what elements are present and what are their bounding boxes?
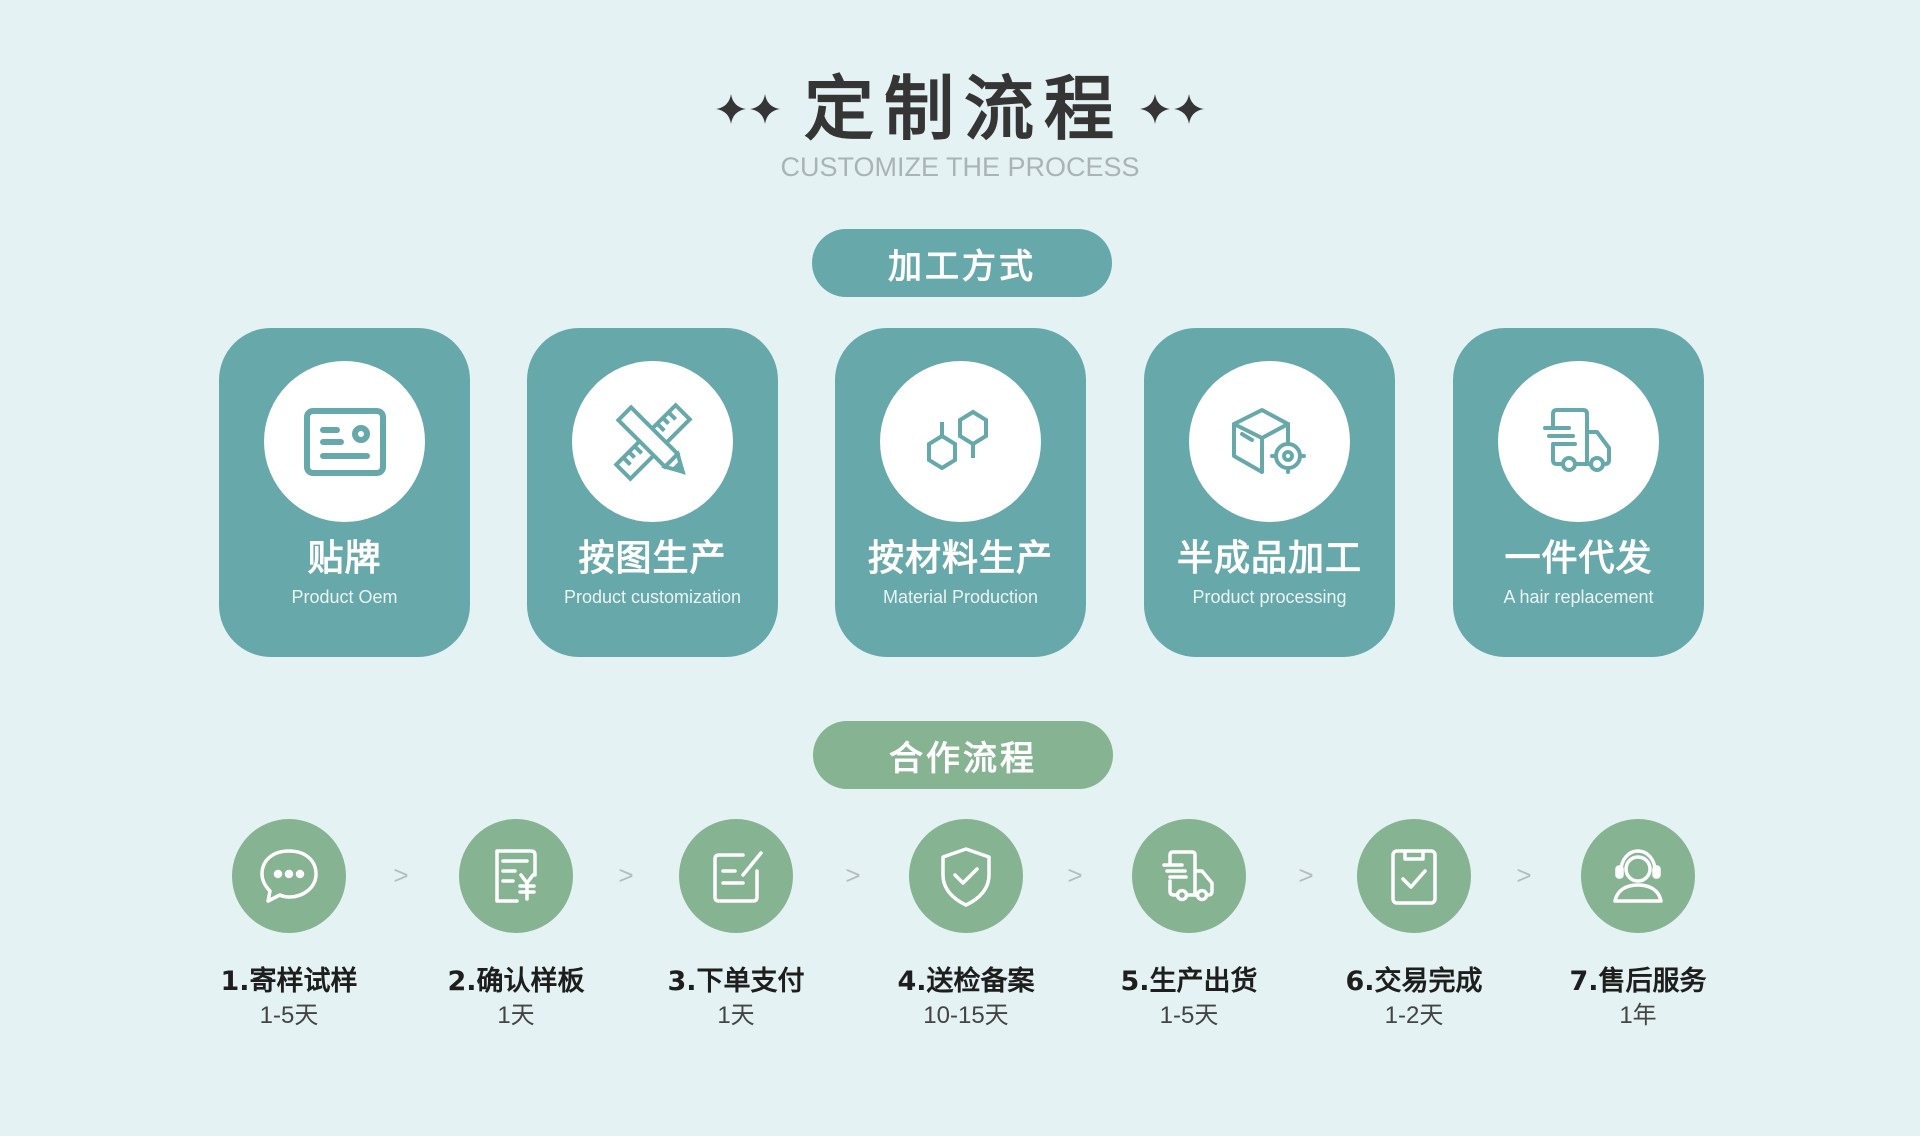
step-duration: 1-5天 <box>259 1002 319 1029</box>
invoice-yen-icon <box>459 819 573 933</box>
step-separator: > <box>1298 860 1314 890</box>
card-title: 按图生产 <box>578 538 727 579</box>
step-duration: 10-15天 <box>923 1002 1009 1029</box>
sparkle-icon <box>1138 92 1206 126</box>
step-after-sales: 7.售后服务 1年 <box>1538 819 1738 1031</box>
sparkle-icon <box>714 92 782 126</box>
card-product-oem: 贴牌 Product Oem <box>219 328 470 657</box>
card-material-production: 按材料生产 Material Production <box>835 328 1086 657</box>
card-subtitle: Product Oem <box>291 587 398 607</box>
step-separator: > <box>1516 860 1532 890</box>
step-duration: 1-5天 <box>1159 1002 1219 1029</box>
step-title: 6.交易完成 <box>1345 966 1483 997</box>
step-separator: > <box>845 860 861 890</box>
card-subtitle: Material Production <box>882 587 1039 607</box>
clipboard-check-icon <box>1357 819 1471 933</box>
step-send-sample: 1.寄样试样 1-5天 <box>189 819 389 1031</box>
step-duration: 1天 <box>717 1002 755 1029</box>
step-order-payment: 3.下单支付 1天 <box>636 819 836 1031</box>
chat-bubble-icon <box>232 819 346 933</box>
card-subtitle: Product processing <box>1192 587 1347 607</box>
step-title: 3.下单支付 <box>667 966 805 997</box>
step-title: 2.确认样板 <box>447 966 585 997</box>
card-title: 按材料生产 <box>867 538 1053 579</box>
step-production-shipping: 5.生产出货 1-5天 <box>1089 819 1289 1031</box>
card-title: 半成品加工 <box>1176 538 1362 579</box>
delivery-truck-icon <box>1498 361 1659 522</box>
step-confirm-sample: 2.确认样板 1天 <box>416 819 616 1031</box>
page-subtitle: CUSTOMIZE THE PROCESS <box>780 152 1140 182</box>
shield-check-icon <box>909 819 1023 933</box>
step-separator: > <box>618 860 634 890</box>
processing-methods-badge: 加工方式 <box>812 229 1112 297</box>
step-separator: > <box>393 860 409 890</box>
card-dropshipping: 一件代发 A hair replacement <box>1453 328 1704 657</box>
step-inspection-filing: 4.送检备案 10-15天 <box>866 819 1066 1031</box>
step-title: 5.生产出货 <box>1120 966 1258 997</box>
delivery-truck-icon <box>1132 819 1246 933</box>
step-duration: 1天 <box>497 1002 535 1029</box>
step-duration: 1-2天 <box>1384 1002 1444 1029</box>
step-title: 1.寄样试样 <box>220 966 358 997</box>
card-product-customization: 按图生产 Product customization <box>527 328 778 657</box>
step-duration: 1年 <box>1619 1002 1657 1029</box>
page-header: 定制流程 <box>0 64 1920 154</box>
page-title: 定制流程 <box>804 68 1124 150</box>
edit-note-icon <box>679 819 793 933</box>
id-card-icon <box>264 361 425 522</box>
card-subtitle: A hair replacement <box>1503 587 1654 607</box>
step-title: 4.送检备案 <box>897 966 1035 997</box>
step-transaction-complete: 6.交易完成 1-2天 <box>1314 819 1514 1031</box>
card-product-processing: 半成品加工 Product processing <box>1144 328 1395 657</box>
customer-service-icon <box>1581 819 1695 933</box>
molecule-icon <box>880 361 1041 522</box>
cooperation-process-badge: 合作流程 <box>813 721 1113 789</box>
card-title: 贴牌 <box>307 538 382 579</box>
box-gear-icon <box>1189 361 1350 522</box>
card-subtitle: Product customization <box>563 587 742 607</box>
step-separator: > <box>1067 860 1083 890</box>
ruler-pencil-icon <box>572 361 733 522</box>
card-title: 一件代发 <box>1504 538 1653 579</box>
step-title: 7.售后服务 <box>1569 966 1707 997</box>
